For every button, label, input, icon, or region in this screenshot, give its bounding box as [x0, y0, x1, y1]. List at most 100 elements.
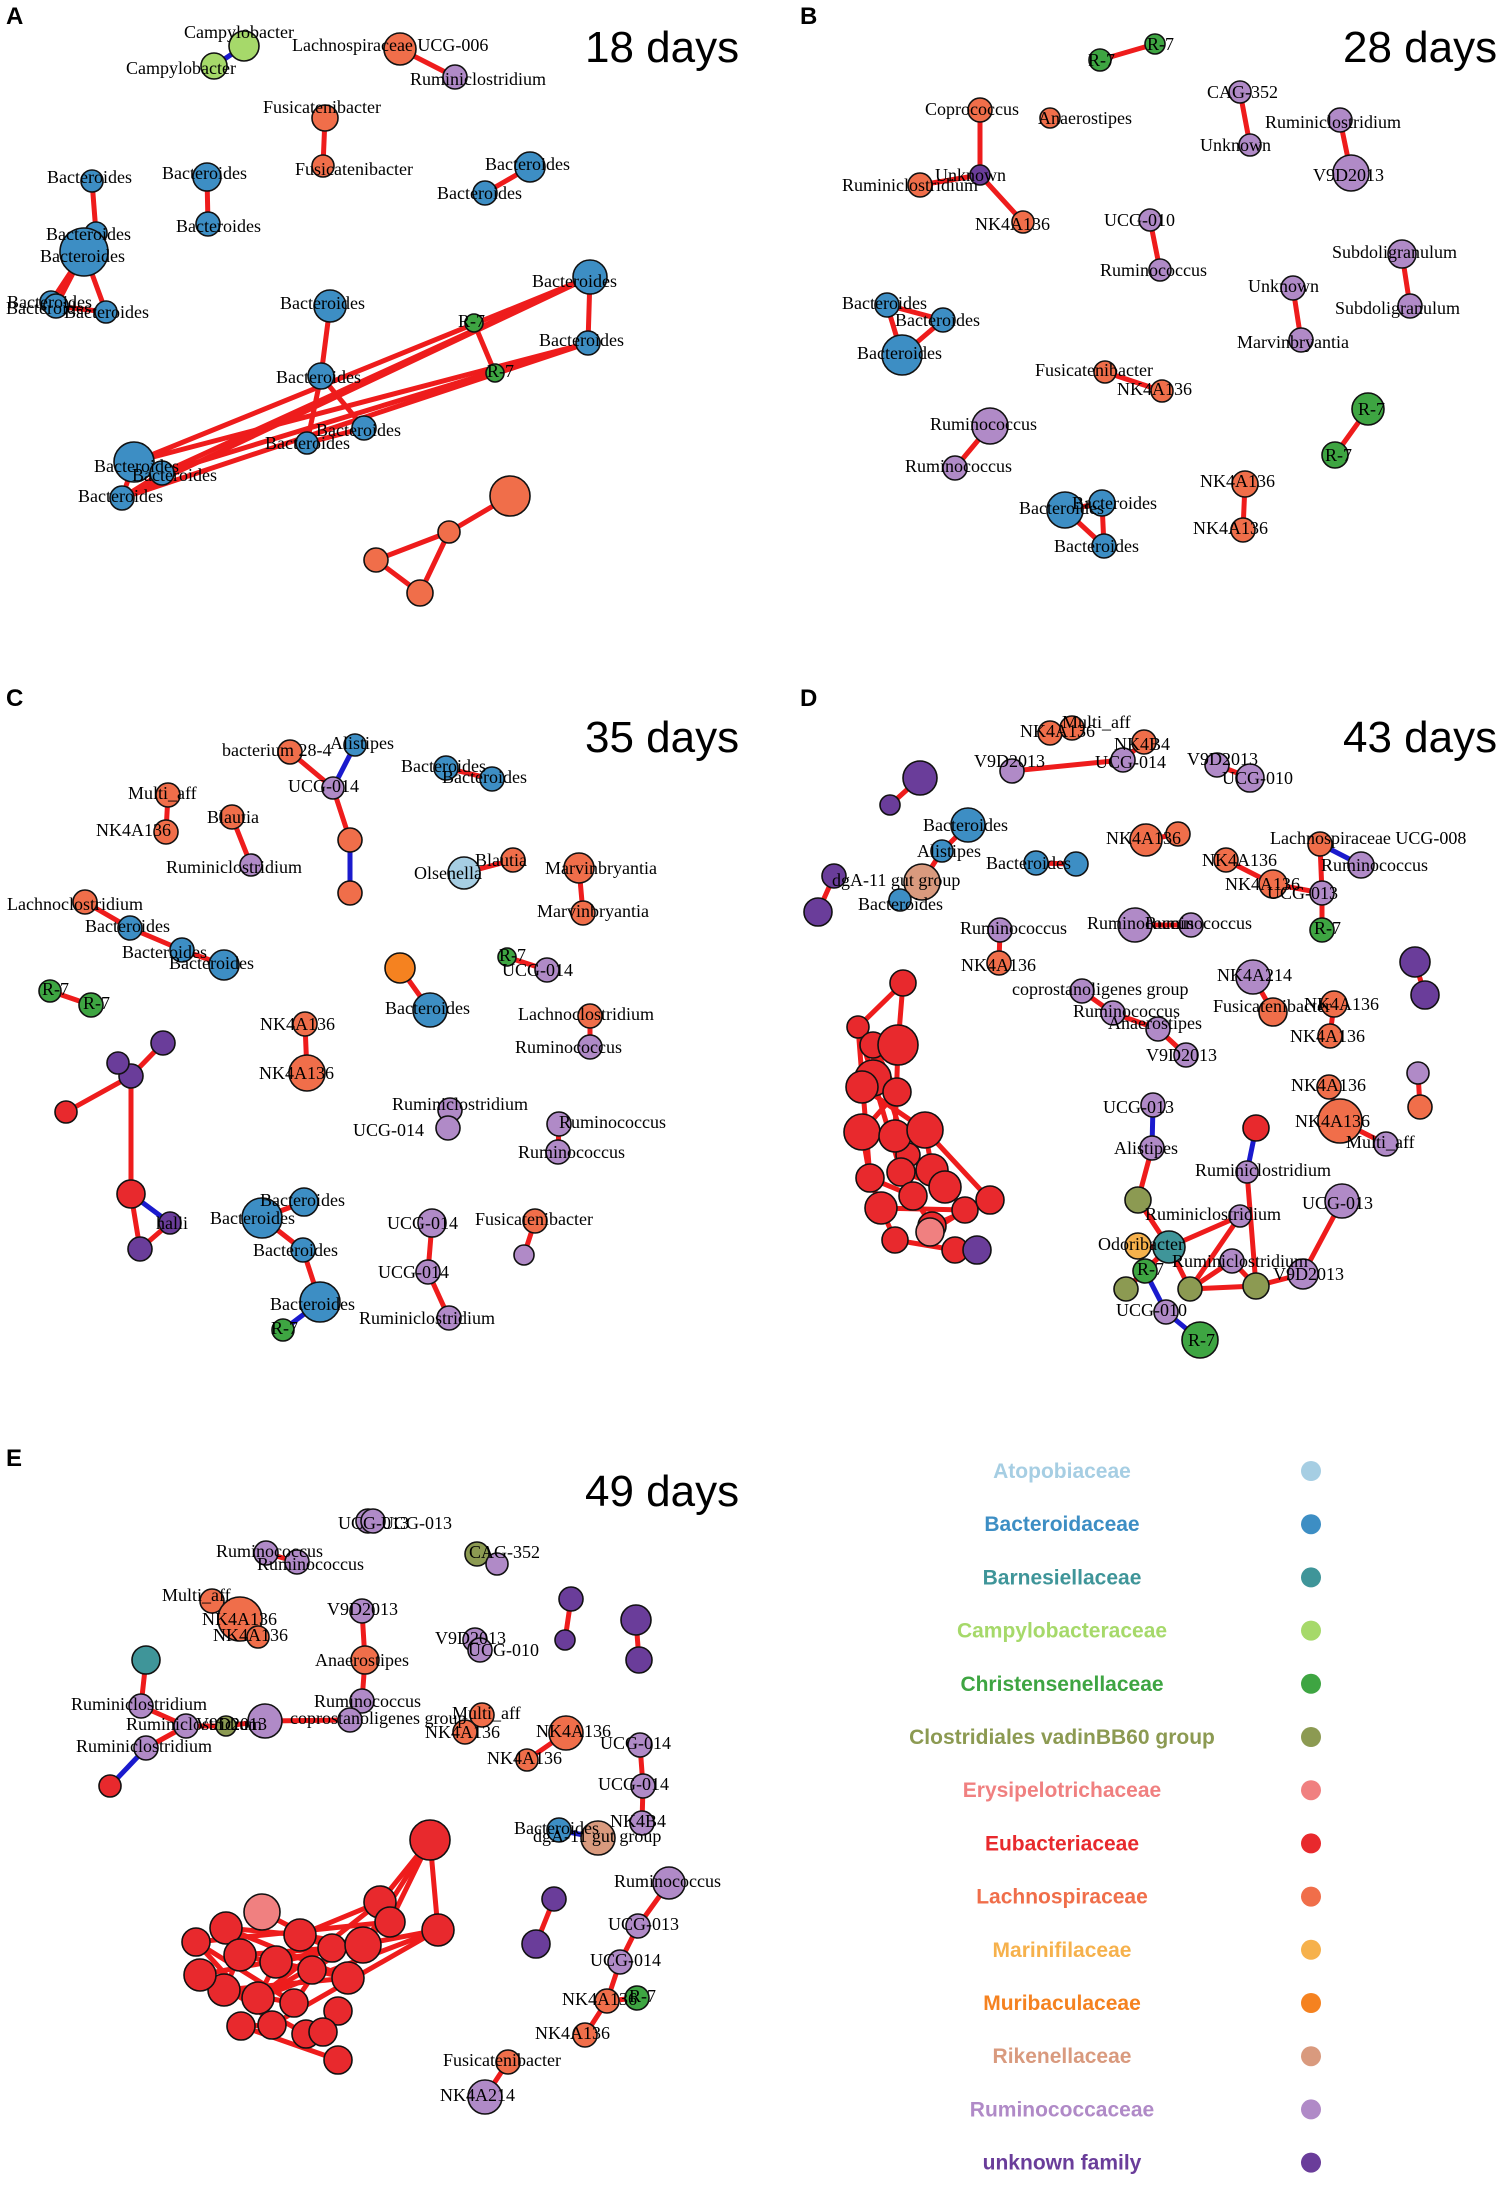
node-rumi[interactable]	[1178, 912, 1204, 938]
node-bact[interactable]	[299, 1281, 341, 1323]
node-euba[interactable]	[257, 2010, 287, 2040]
node-bact[interactable]	[208, 949, 240, 981]
node-rumi[interactable]	[1138, 208, 1162, 232]
node-lach[interactable]	[219, 804, 245, 830]
node-euba[interactable]	[279, 1988, 309, 2018]
node-euba[interactable]	[207, 1973, 241, 2007]
node-rumi[interactable]	[128, 1693, 154, 1719]
node-erys[interactable]	[243, 1893, 281, 1931]
node-lach[interactable]	[337, 827, 363, 853]
node-barn[interactable]	[131, 1645, 161, 1675]
node-rumi[interactable]	[1332, 154, 1370, 192]
node-rumi[interactable]	[1397, 293, 1423, 319]
node-unkn[interactable]	[803, 897, 833, 927]
node-rumi[interactable]	[360, 1508, 386, 1534]
node-rumi[interactable]	[1347, 851, 1375, 879]
node-euba[interactable]	[283, 1918, 317, 1952]
node-lach[interactable]	[572, 2022, 598, 2048]
node-unkn[interactable]	[106, 1051, 130, 1075]
node-rumi[interactable]	[534, 957, 560, 983]
node-rumi[interactable]	[1148, 258, 1172, 282]
node-rumi[interactable]	[442, 64, 468, 90]
node-rumi[interactable]	[1117, 907, 1153, 943]
node-lach[interactable]	[1011, 210, 1035, 234]
node-euba[interactable]	[241, 1981, 275, 2015]
node-bact[interactable]	[117, 915, 143, 941]
node-lach[interactable]	[1317, 1098, 1363, 1144]
node-lach[interactable]	[383, 32, 417, 66]
node-lach[interactable]	[437, 520, 461, 544]
node-euba[interactable]	[297, 1955, 327, 1985]
node-rumi[interactable]	[942, 455, 968, 481]
node-atop[interactable]	[447, 856, 481, 890]
node-lach[interactable]	[311, 104, 339, 132]
node-lach[interactable]	[594, 1988, 620, 2014]
node-bact[interactable]	[1063, 851, 1089, 877]
node-rumi[interactable]	[467, 1637, 493, 1663]
node-lach[interactable]	[452, 1719, 478, 1745]
node-rumi[interactable]	[1235, 763, 1265, 793]
node-lach[interactable]	[967, 97, 993, 123]
node-euba[interactable]	[421, 1913, 455, 1947]
node-rumi[interactable]	[1238, 133, 1262, 157]
node-chri[interactable]	[271, 1318, 295, 1342]
node-euba[interactable]	[181, 1927, 211, 1957]
node-euba[interactable]	[843, 1113, 881, 1151]
node-rumi[interactable]	[987, 917, 1013, 943]
node-rumi[interactable]	[1228, 80, 1252, 104]
node-lach[interactable]	[311, 154, 335, 178]
node-rumi[interactable]	[1069, 978, 1095, 1004]
node-bact[interactable]	[307, 362, 335, 390]
node-unkn[interactable]	[821, 863, 847, 889]
node-rumi[interactable]	[1406, 1061, 1430, 1085]
node-rumi[interactable]	[349, 1598, 375, 1624]
node-rumi[interactable]	[1173, 1042, 1199, 1068]
node-euba[interactable]	[975, 1185, 1005, 1215]
node-rumi[interactable]	[1288, 327, 1314, 353]
node-euba[interactable]	[898, 1181, 928, 1211]
node-clos[interactable]	[215, 1715, 237, 1737]
node-rumi[interactable]	[1145, 1016, 1171, 1042]
node-bact[interactable]	[479, 766, 505, 792]
node-rumi[interactable]	[999, 758, 1025, 784]
node-lach[interactable]	[337, 880, 363, 906]
node-bact[interactable]	[192, 162, 222, 192]
node-rumi[interactable]	[1140, 1092, 1166, 1118]
node-rumi[interactable]	[349, 1688, 375, 1714]
node-lach[interactable]	[1039, 107, 1061, 129]
node-lach[interactable]	[1165, 821, 1191, 847]
node-bact[interactable]	[109, 485, 135, 511]
node-euba[interactable]	[928, 1170, 962, 1204]
node-bact[interactable]	[1046, 491, 1084, 529]
node-unkn[interactable]	[1399, 946, 1431, 978]
node-rumi[interactable]	[467, 2079, 503, 2115]
node-lach[interactable]	[1258, 997, 1288, 1027]
node-unkn[interactable]	[1410, 980, 1440, 1010]
node-rumi[interactable]	[1373, 1131, 1399, 1157]
node-bact[interactable]	[1023, 850, 1049, 876]
node-bact[interactable]	[433, 755, 459, 781]
node-lach[interactable]	[350, 1645, 380, 1675]
node-lach[interactable]	[515, 1748, 539, 1772]
node-chri[interactable]	[1351, 392, 1385, 426]
node-rumi[interactable]	[436, 1305, 462, 1331]
node-euba[interactable]	[54, 1100, 78, 1124]
node-lach[interactable]	[1231, 470, 1259, 498]
node-euba[interactable]	[951, 1196, 979, 1224]
node-euba[interactable]	[877, 1024, 919, 1066]
node-bact[interactable]	[343, 733, 367, 757]
node-bact[interactable]	[874, 292, 900, 318]
node-euba[interactable]	[878, 1119, 912, 1153]
node-bact[interactable]	[94, 300, 118, 324]
node-chri[interactable]	[1088, 48, 1112, 72]
node-lach[interactable]	[1059, 715, 1085, 741]
node-lach[interactable]	[500, 847, 526, 873]
node-lach[interactable]	[292, 1011, 318, 1037]
node-erys[interactable]	[915, 1217, 945, 1247]
node-chri[interactable]	[78, 992, 104, 1018]
node-unkn[interactable]	[521, 1929, 551, 1959]
node-rumi[interactable]	[239, 853, 263, 877]
node-lach[interactable]	[489, 475, 531, 517]
node-rike[interactable]	[580, 1820, 616, 1856]
node-unkn[interactable]	[558, 1586, 584, 1612]
